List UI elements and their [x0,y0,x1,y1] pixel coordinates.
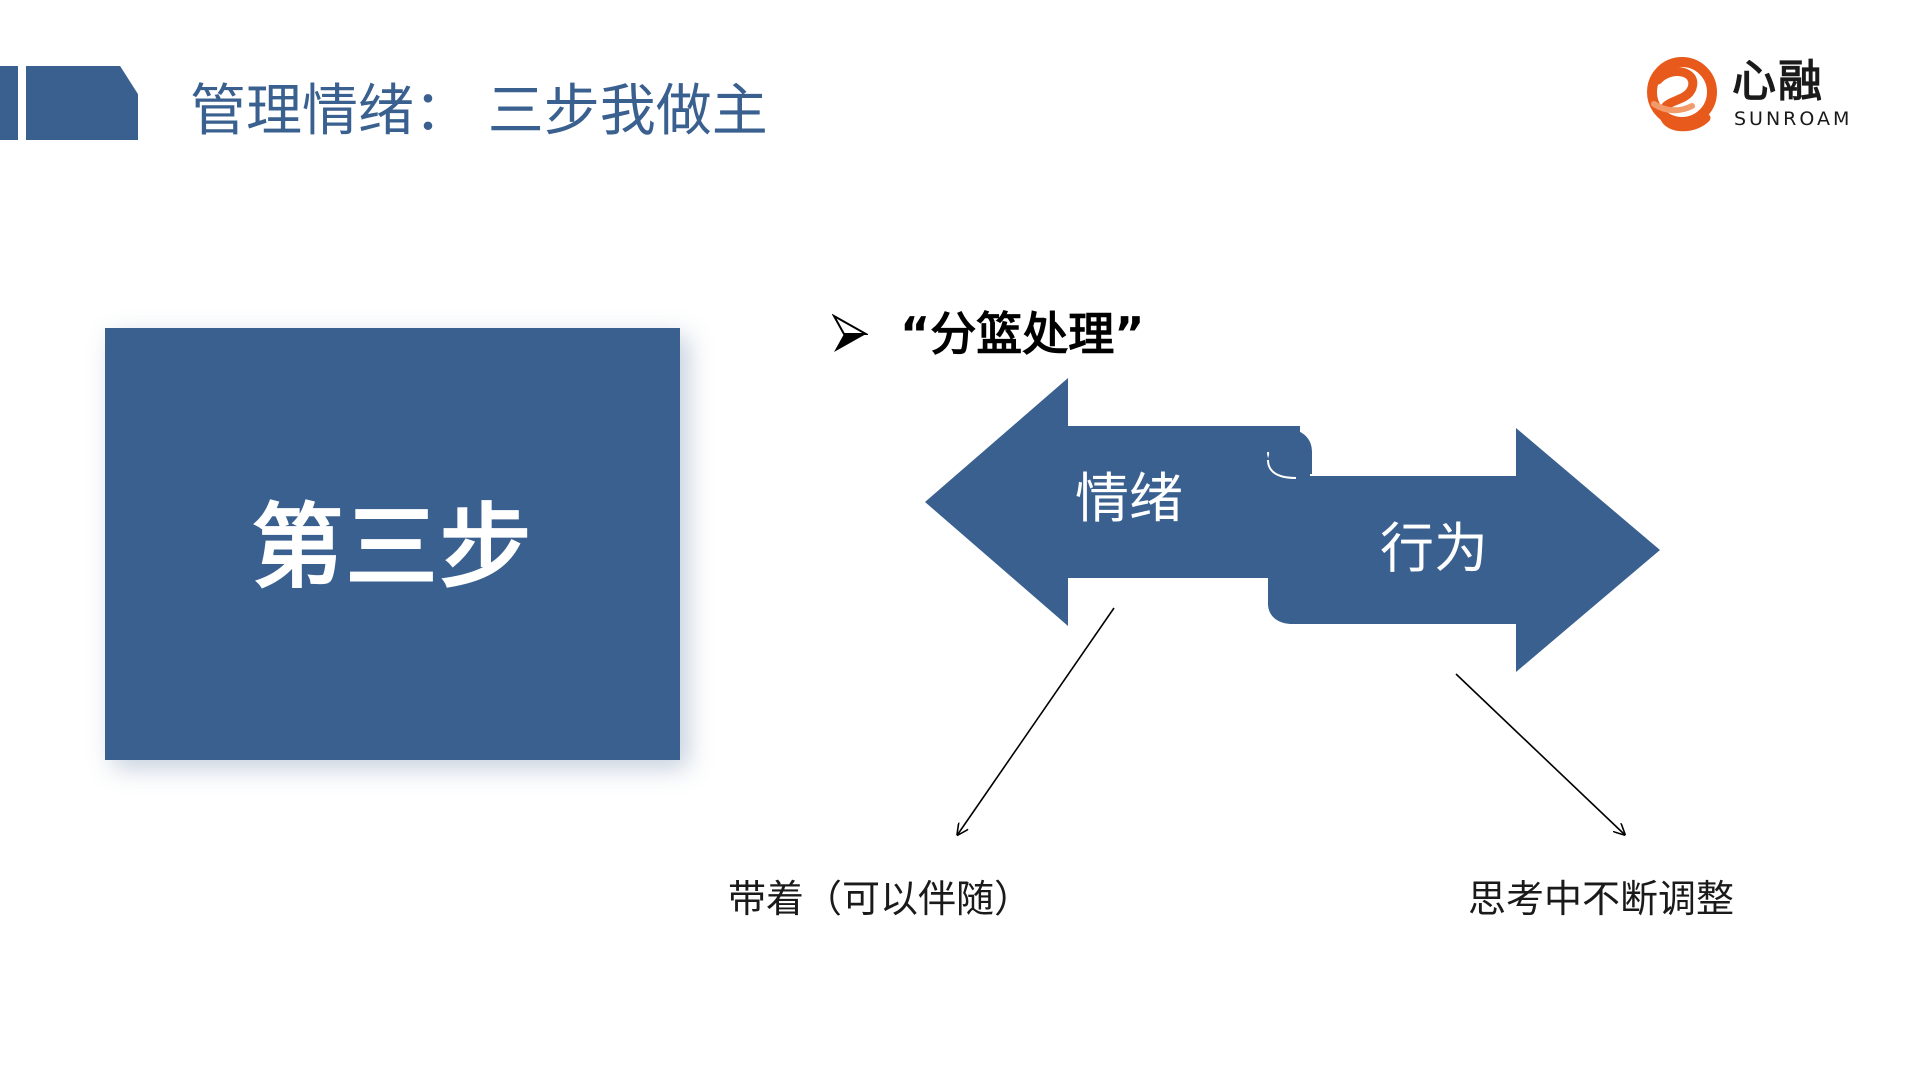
bullet-text: “分篮处理” [900,307,1145,361]
right-arrow-shape [1268,428,1660,672]
left-arrow-label: 情绪 [1075,467,1183,530]
step-label: 第三步 [251,493,534,601]
ribbon-fold-edge [1267,459,1297,479]
logo-english-text: SUNROAM [1734,108,1853,130]
brand-logo: 心融 SUNROAM [1640,52,1870,142]
left-arrow-shape [925,378,1300,626]
header-accent-bar [0,66,18,140]
sunroam-swirl-logo-icon [1647,57,1717,132]
arrowhead-bullet-icon [832,313,868,352]
slide-title: 管理情绪： 三步我做主 [190,79,768,144]
right-arrow-label: 行为 [1380,517,1488,580]
right-connector-arrow [1455,673,1624,834]
logo-chinese-text: 心融 [1732,56,1824,107]
left-caption: 带着（可以伴随） [728,877,1033,921]
right-caption: 思考中不断调整 [1468,877,1735,921]
header-accent-tab [26,66,138,140]
left-connector-arrow [958,607,1115,834]
step-box: 第三步 [105,328,680,760]
